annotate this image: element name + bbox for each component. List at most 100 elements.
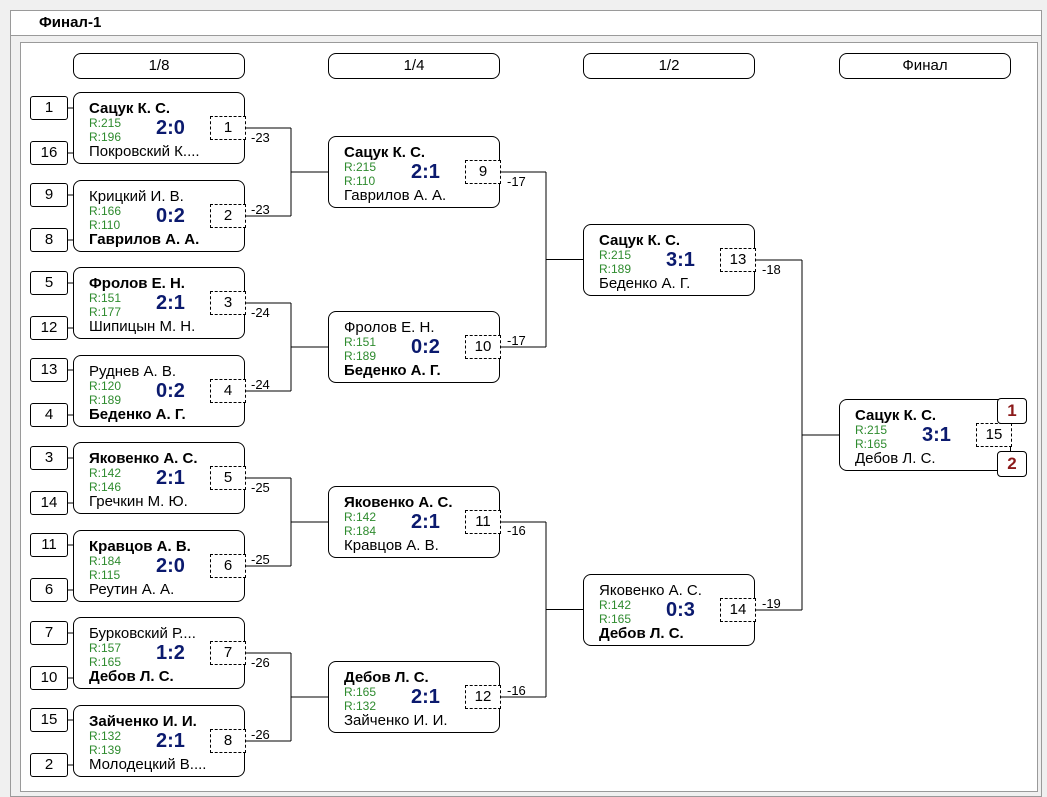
player-2-rating: R:165 xyxy=(855,437,888,451)
match-score: 0:2 xyxy=(411,336,440,358)
seed-number: 14 xyxy=(30,491,68,515)
seed-number: 8 xyxy=(30,228,68,252)
match-score: 0:3 xyxy=(666,599,695,621)
match-rating-change: -25 xyxy=(251,480,270,495)
match-player-2: Кравцов А. В. xyxy=(344,537,439,554)
player-2-rating: R:196 xyxy=(89,130,122,144)
match-rating-change: -25 xyxy=(251,552,270,567)
player-2-rating: R:189 xyxy=(599,262,632,276)
match-score: 0:2 xyxy=(156,380,185,402)
match-player-2: Зайченко И. И. xyxy=(344,712,448,729)
player-1-rating: R:215 xyxy=(855,423,888,437)
match-player-2: Гаврилов А. А. xyxy=(344,187,447,204)
window-title: Финал-1 xyxy=(39,14,102,31)
match-player-2: Реутин А. А. xyxy=(89,581,175,598)
match-rating-change: -18 xyxy=(762,262,781,277)
match-score: 2:1 xyxy=(156,467,185,489)
seed-number: 5 xyxy=(30,271,68,295)
match-player-1: Сацук К. С. xyxy=(89,100,171,117)
match-player-2: Дебов Л. С. xyxy=(855,450,936,467)
player-2-rating: R:110 xyxy=(344,174,376,188)
match-score: 2:1 xyxy=(156,730,185,752)
match-player-2: Гаврилов А. А. xyxy=(89,231,200,248)
player-2-rating: R:110 xyxy=(89,218,121,232)
match-player-2: Гречкин М. Ю. xyxy=(89,493,188,510)
player-1-rating: R:215 xyxy=(344,160,377,174)
match-number: 9 xyxy=(465,160,501,184)
player-1-rating: R:120 xyxy=(89,379,122,393)
match-rating-change: -19 xyxy=(762,596,781,611)
round-header-1-4: 1/4 xyxy=(328,53,500,79)
player-1-rating: R:165 xyxy=(344,685,377,699)
match-number: 12 xyxy=(465,685,501,709)
match-score: 1:2 xyxy=(156,642,185,664)
seed-number: 3 xyxy=(30,446,68,470)
match-rating-change: -23 xyxy=(251,130,270,145)
match-number: 5 xyxy=(210,466,246,490)
match-rating-change: -16 xyxy=(507,683,526,698)
seed-number: 6 xyxy=(30,578,68,602)
player-1-rating: R:215 xyxy=(599,248,632,262)
seed-number: 9 xyxy=(30,183,68,207)
match-score: 2:1 xyxy=(411,161,440,183)
match-number: 8 xyxy=(210,729,246,753)
seed-number: 1 xyxy=(30,96,68,120)
match-player-1: Яковенко А. С. xyxy=(344,494,453,511)
seed-number: 15 xyxy=(30,708,68,732)
match-score: 2:1 xyxy=(156,292,185,314)
match-player-1: Сацук К. С. xyxy=(599,232,681,249)
player-1-rating: R:142 xyxy=(599,598,632,612)
round-header-1-8: 1/8 xyxy=(73,53,245,79)
match-score: 2:1 xyxy=(411,511,440,533)
match-rating-change: -26 xyxy=(251,655,270,670)
match-number: 11 xyxy=(465,510,501,534)
player-2-rating: R:177 xyxy=(89,305,122,319)
player-2-rating: R:132 xyxy=(344,699,377,713)
match-number: 2 xyxy=(210,204,246,228)
match-player-1: Руднев А. В. xyxy=(89,363,177,380)
match-player-2: Беденко А. Г. xyxy=(599,275,691,292)
match-player-1: Дебов Л. С. xyxy=(344,669,429,686)
player-1-rating: R:215 xyxy=(89,116,122,130)
seed-number: 13 xyxy=(30,358,68,382)
match-number: 3 xyxy=(210,291,246,315)
player-1-rating: R:142 xyxy=(89,466,122,480)
player-2-rating: R:189 xyxy=(89,393,122,407)
match-rating-change: -24 xyxy=(251,305,270,320)
player-1-rating: R:157 xyxy=(89,641,122,655)
seed-number: 12 xyxy=(30,316,68,340)
player-1-rating: R:132 xyxy=(89,729,122,743)
match-number: 7 xyxy=(210,641,246,665)
player-1-rating: R:166 xyxy=(89,204,122,218)
match-rating-change: -17 xyxy=(507,333,526,348)
player-2-rating: R:139 xyxy=(89,743,122,757)
match-rating-change: -26 xyxy=(251,727,270,742)
match-player-1: Яковенко А. С. xyxy=(599,582,702,599)
player-2-rating: R:115 xyxy=(89,568,121,582)
match-rating-change: -17 xyxy=(507,174,526,189)
match-player-1: Яковенко А. С. xyxy=(89,450,198,467)
seed-number: 11 xyxy=(30,533,68,557)
match-score: 2:1 xyxy=(411,686,440,708)
seed-number: 2 xyxy=(30,753,68,777)
player-1-rating: R:184 xyxy=(89,554,122,568)
match-player-2: Дебов Л. С. xyxy=(89,668,174,685)
match-rating-change: -16 xyxy=(507,523,526,538)
match-player-2: Беденко А. Г. xyxy=(344,362,441,379)
match-player-1: Крицкий И. В. xyxy=(89,188,184,205)
